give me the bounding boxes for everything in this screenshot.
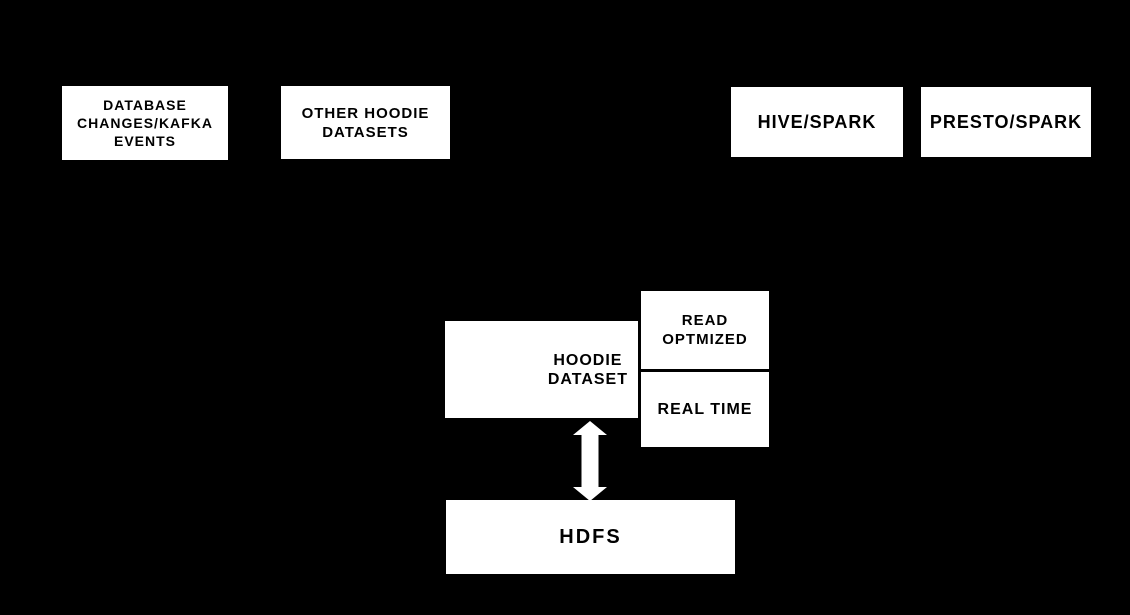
node-hdfs: HDFS (446, 500, 735, 574)
node-database-changes-kafka-events: DATABASE CHANGES/KAFKA EVENTS (62, 86, 228, 160)
bidirectional-arrow-icon (573, 421, 607, 501)
node-real-time-view: REAL TIME (641, 372, 769, 447)
node-read-optimized-view: READ OPTMIZED (641, 291, 769, 369)
node-hoodie-dataset: HOODIE DATASET (445, 321, 638, 418)
node-other-hoodie-datasets: OTHER HOODIE DATASETS (281, 86, 450, 159)
hoodie-dataset-label: HOODIE DATASET (547, 351, 628, 388)
node-presto-spark: PRESTO/SPARK (921, 87, 1091, 157)
node-hive-spark: HIVE/SPARK (731, 87, 903, 157)
